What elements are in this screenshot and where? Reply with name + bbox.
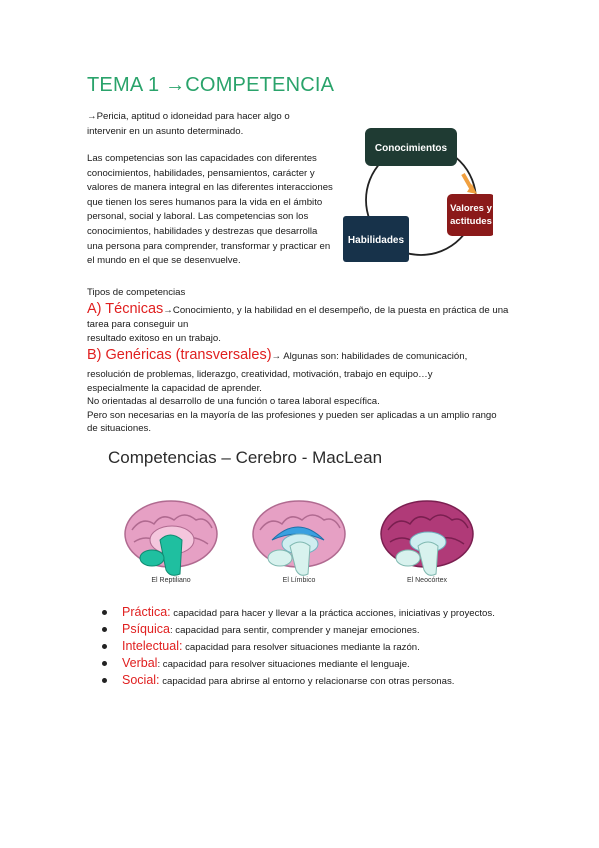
genericas-line: B) Genéricas (transversales)→ Algunas so…	[87, 348, 527, 364]
list-item: Social: capacidad para abrirse al entorn…	[100, 672, 560, 689]
bullet-icon	[102, 661, 107, 666]
box-habilidades	[343, 216, 409, 262]
list-item: Psíquica: capacidad para sentir, compren…	[100, 621, 560, 638]
tecnicas-text-2: resultado exitoso en un trabajo.	[87, 333, 221, 344]
brain-label-reptiliano: El Reptiliano	[151, 577, 191, 584]
brain-label-limbico: El Límbico	[282, 577, 316, 584]
label-valores-1: Valores y	[450, 203, 492, 214]
bullet-icon	[102, 644, 107, 649]
bullet-icon	[102, 678, 107, 683]
brain-reptiliano-image	[124, 500, 218, 576]
bullet-keyword: Práctica:	[122, 605, 171, 619]
bullet-keyword: Intelectual:	[122, 639, 183, 653]
brain-figure-title: Competencias – Cerebro - MacLean	[108, 448, 383, 467]
genericas-label: B) Genéricas (transversales)	[87, 347, 272, 363]
genericas-rest-line: especialmente la capacidad de aprender.	[87, 382, 262, 394]
bullet-keyword: Psíquica	[122, 622, 170, 636]
label-habilidades: Habilidades	[348, 235, 405, 246]
genericas-text: → Algunas son: habilidades de comunicaci…	[271, 351, 468, 362]
bullet-icon	[102, 610, 107, 615]
label-conocimientos: Conocimientos	[375, 143, 448, 154]
definition-text: →Pericia, aptitud o idoneidad para hacer…	[87, 111, 290, 137]
list-item: Verbal: capacidad para resolver situacio…	[100, 655, 560, 672]
genericas-rest: resolución de problemas, liderazgo, crea…	[87, 368, 527, 436]
bullet-text: capacidad para resolver situaciones medi…	[182, 642, 420, 653]
brain-label-neocortex: El Neocórtex	[406, 577, 448, 584]
genericas-rest-line: resolución de problemas, liderazgo, crea…	[87, 369, 433, 380]
genericas-rest-line: Pero son necesarias en la mayoría de las…	[87, 409, 497, 421]
bullet-icon	[102, 627, 107, 632]
types-heading: Tipos de competencias	[87, 287, 186, 298]
genericas-rest-line: de situaciones.	[87, 423, 151, 435]
list-item: Intelectual: capacidad para resolver sit…	[100, 638, 560, 655]
cycle-arrowhead-icon	[467, 184, 477, 194]
tecnicas-line: A) Técnicas→Conocimiento, y la habilidad…	[87, 302, 527, 332]
competencias-cycle-diagram: Conocimientos Valores y actitudes Habili…	[343, 128, 493, 262]
brain-limbico-image	[252, 500, 346, 576]
cycle-arrow-icon	[461, 173, 473, 189]
bullet-text: : capacidad para sentir, comprender y ma…	[169, 625, 420, 636]
list-item: Práctica: capacidad para hacer y llevar …	[100, 604, 560, 621]
tecnicas-text: →Conocimiento, y la habilidad en el dese…	[87, 305, 509, 330]
genericas-rest-line: No orientadas al desarrollo de una funci…	[87, 396, 380, 408]
tecnicas-label: A) Técnicas	[87, 301, 164, 317]
page-title: TEMA 1 →COMPETENCIA	[87, 74, 335, 96]
bullet-text: capacidad para abrirse al entorno y rela…	[159, 676, 455, 687]
competencias-list: Práctica: capacidad para hacer y llevar …	[100, 604, 560, 689]
competencias-paragraph: Las competencias son las capacidades con…	[87, 153, 333, 267]
brain-neocortex-image	[380, 500, 474, 576]
box-valores	[447, 194, 493, 236]
bullet-keyword: Social:	[122, 673, 160, 687]
bullet-keyword: Verbal	[122, 656, 158, 670]
bullet-text: capacidad para hacer y llevar a la práct…	[170, 608, 495, 619]
bullet-text: : capacidad para resolver situaciones me…	[157, 659, 410, 670]
box-conocimientos	[365, 128, 457, 166]
label-valores-2: actitudes	[450, 216, 492, 227]
